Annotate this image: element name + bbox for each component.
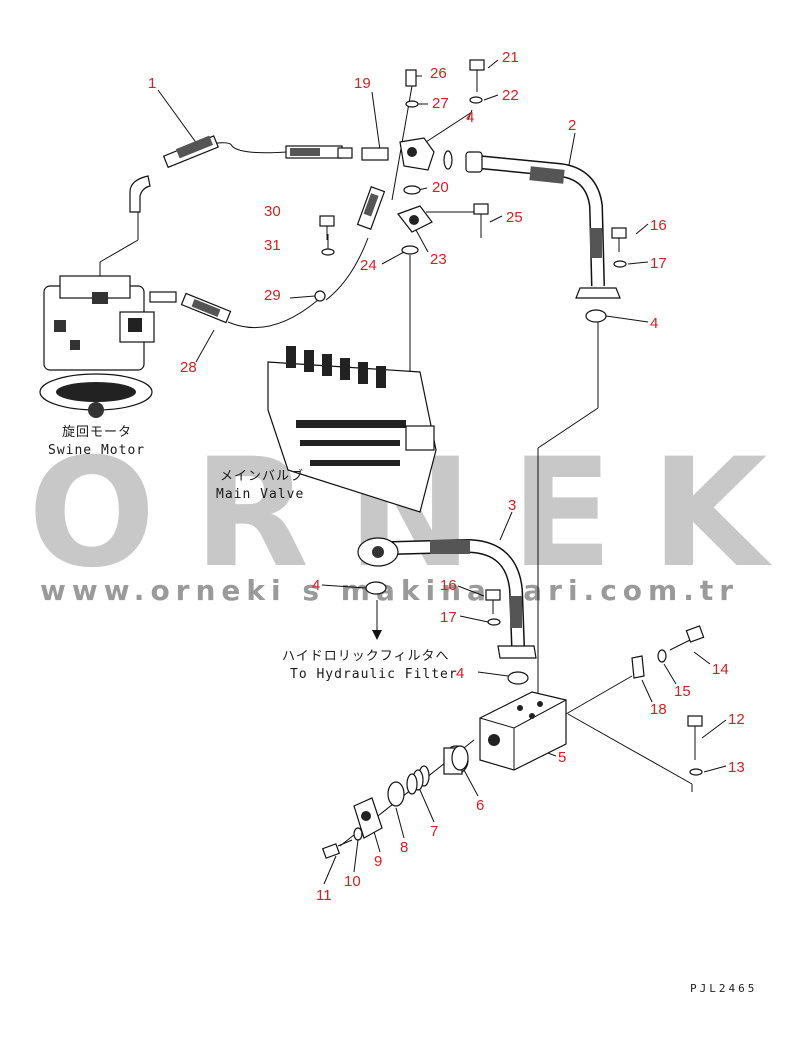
- part-label-24: 24: [360, 257, 377, 274]
- bolts: [314, 59, 705, 776]
- caption-swing-motor-en: Swine Motor: [48, 443, 145, 458]
- part-label-14: 14: [712, 661, 729, 678]
- swing-motor: [39, 275, 155, 418]
- block-5: [479, 691, 567, 771]
- hose-1: [162, 135, 353, 169]
- part-label-7: 7: [430, 823, 438, 840]
- part-label-15: 15: [674, 683, 691, 700]
- part-label-9: 9: [374, 853, 382, 870]
- part-numbers: 1 2 3 4 4 4 4 5 6 7 8 9 10 11 12 13 14 1…: [148, 49, 745, 904]
- plug-assembly: [321, 745, 469, 859]
- part-label-4d: 4: [456, 665, 464, 682]
- part-label-10: 10: [344, 873, 361, 890]
- main-valve: [267, 346, 437, 513]
- part-label-13: 13: [728, 759, 745, 776]
- captions: 旋回モータ Swine Motor メインバルブ Main Valve ハイドロ…: [48, 425, 458, 682]
- part-label-21: 21: [502, 49, 519, 66]
- part-label-4c: 4: [312, 577, 320, 594]
- part-label-11: 11: [316, 887, 332, 904]
- part-label-4b: 4: [650, 315, 658, 332]
- pipe-3: [357, 537, 537, 659]
- part-label-31: 31: [264, 237, 281, 254]
- part-label-16a: 16: [650, 217, 667, 234]
- part-label-6: 6: [476, 797, 484, 814]
- part-label-17a: 17: [650, 255, 667, 272]
- part-label-1: 1: [148, 75, 156, 92]
- caption-main-valve-jp: メインバルブ: [220, 468, 304, 484]
- leader-lines: [99, 59, 727, 885]
- part-label-5: 5: [558, 749, 566, 766]
- pipe-2: [465, 151, 621, 299]
- caption-filter-en: To Hydraulic Filter: [290, 667, 458, 682]
- part-label-26: 26: [430, 65, 447, 82]
- flange-23: [397, 205, 433, 255]
- part-label-28: 28: [180, 359, 197, 376]
- part-label-23: 23: [430, 251, 447, 268]
- part-label-18: 18: [650, 701, 667, 718]
- part-label-30: 30: [264, 203, 281, 220]
- part-label-22: 22: [502, 87, 519, 104]
- fitting-block-19: [399, 69, 453, 195]
- watermark-url: www.orneki s makina lari.com.tr: [40, 574, 739, 607]
- part-label-19: 19: [354, 75, 371, 92]
- part-label-20: 20: [432, 179, 449, 196]
- caption-main-valve-en: Main Valve: [216, 487, 304, 502]
- caption-filter-jp: ハイドロリックフィルタへ: [282, 649, 449, 664]
- part-label-8: 8: [400, 839, 408, 856]
- hose-28: [149, 291, 232, 324]
- part-label-29: 29: [264, 287, 281, 304]
- part-label-27: 27: [432, 95, 449, 112]
- hose-19: [356, 147, 389, 230]
- hoses: [129, 135, 621, 659]
- part-label-25: 25: [506, 209, 523, 226]
- elbow-fitting: [129, 175, 151, 213]
- part-label-16b: 16: [440, 577, 457, 594]
- part-label-4a: 4: [466, 109, 474, 126]
- part-label-17b: 17: [440, 609, 457, 626]
- part-label-12: 12: [728, 711, 745, 728]
- part-label-2: 2: [568, 117, 576, 134]
- drawing-code: PJL2465: [690, 982, 757, 995]
- part-label-3: 3: [508, 497, 516, 514]
- caption-swing-motor-jp: 旋回モータ: [62, 425, 132, 440]
